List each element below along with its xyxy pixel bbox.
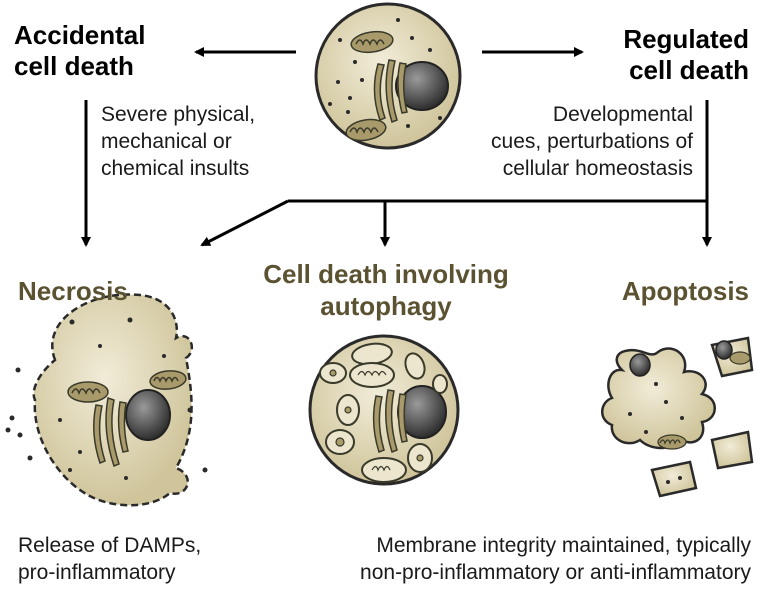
apoptotic-body bbox=[710, 430, 754, 470]
accidental-cell-death-label: Accidental cell death bbox=[14, 20, 146, 81]
released-contents bbox=[5, 317, 208, 480]
regulated-cause-text: Developmental cues, perturbations of cel… bbox=[491, 103, 693, 180]
golgi bbox=[93, 397, 129, 467]
apoptotic-body bbox=[710, 336, 754, 378]
autophagic-cell bbox=[308, 334, 460, 486]
arrow-regulated-to-necrosis bbox=[200, 199, 289, 247]
mitochondrion bbox=[657, 434, 687, 450]
regulated-outcome-note: Membrane integrity maintained, typically… bbox=[360, 534, 751, 584]
golgi bbox=[373, 59, 408, 123]
autophagy-label: Cell death involving autophagy bbox=[263, 259, 509, 321]
arrows bbox=[81, 47, 712, 247]
mitochondrion bbox=[345, 30, 394, 142]
nucleus bbox=[125, 389, 171, 441]
nucleus bbox=[395, 61, 449, 111]
apoptosis-label: Apoptosis bbox=[621, 276, 749, 306]
apoptotic-cell bbox=[601, 347, 716, 450]
apoptotic-body bbox=[650, 460, 698, 498]
necrotic-cell bbox=[5, 293, 208, 507]
normal-cell bbox=[314, 2, 462, 150]
mitochondrion bbox=[67, 370, 187, 403]
nucleus-fragment bbox=[629, 353, 651, 377]
golgi bbox=[372, 389, 408, 453]
regulated-cell-death-label: Regulated cell death bbox=[623, 24, 749, 85]
vesicles bbox=[328, 18, 442, 128]
accidental-cause-text: Severe physical, mechanical or chemical … bbox=[101, 103, 256, 180]
necrosis-label: Necrosis bbox=[18, 276, 128, 306]
necrosis-note: Release of DAMPs, pro-inflammatory bbox=[18, 534, 202, 584]
